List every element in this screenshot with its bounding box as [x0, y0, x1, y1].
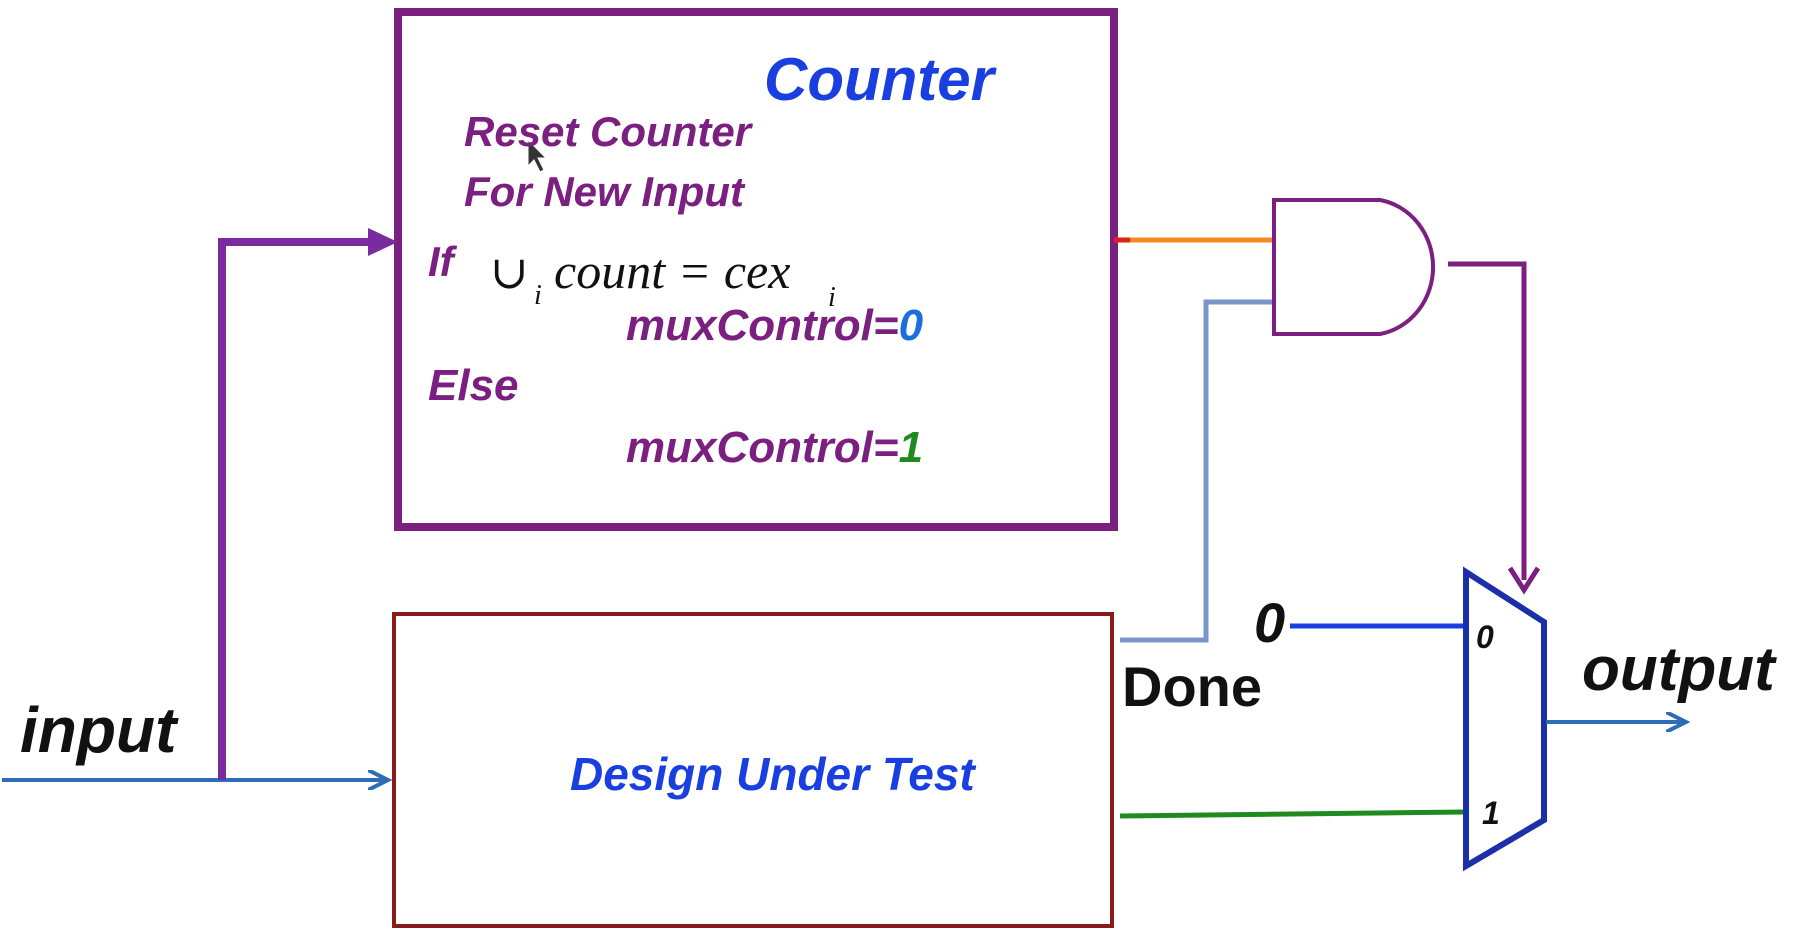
mux-control-else: muxControl=1: [626, 423, 923, 472]
mux-control-if-value: 0: [899, 301, 924, 350]
and-out-wire: [1448, 261, 1527, 580]
mux-control-else-value: 1: [899, 423, 923, 472]
dut-out-wire: [1119, 809, 1467, 819]
dut-box: [392, 612, 1114, 928]
done-wire: [1120, 299, 1276, 643]
mux-control-if-label: muxControl=: [626, 301, 899, 350]
if-label: If: [428, 238, 458, 285]
multiplexer-icon: [1463, 566, 1547, 872]
counter-feed-arrowhead: [368, 228, 398, 256]
equation-subscript: i: [828, 282, 836, 313]
and-gate-icon: [1272, 198, 1436, 336]
union-subscript: i: [534, 280, 542, 311]
mux-port-1: 1: [1482, 795, 1500, 831]
output-label: output: [1582, 635, 1777, 704]
input-label: input: [20, 694, 179, 766]
counter-title: Counter: [764, 46, 998, 113]
dut-label: Design Under Test: [570, 748, 976, 800]
union-symbol: ∪: [490, 245, 529, 299]
and-out-arrowhead: [1507, 566, 1541, 595]
mux-control-if: muxControl=0: [626, 301, 924, 350]
mouse-cursor-icon: [527, 138, 548, 173]
reset-line-1: Reset Counter: [464, 108, 754, 155]
mux-port-0: 0: [1476, 619, 1494, 655]
counter-box: [394, 8, 1118, 531]
else-label: Else: [428, 361, 519, 410]
done-label: Done: [1122, 655, 1262, 718]
counter-feed-wire: [218, 238, 384, 780]
equation: count = cex: [554, 243, 790, 299]
reset-line-2: For New Input: [464, 168, 746, 215]
const-zero-label: 0: [1254, 591, 1285, 654]
mux-control-else-label: muxControl=: [626, 423, 899, 472]
